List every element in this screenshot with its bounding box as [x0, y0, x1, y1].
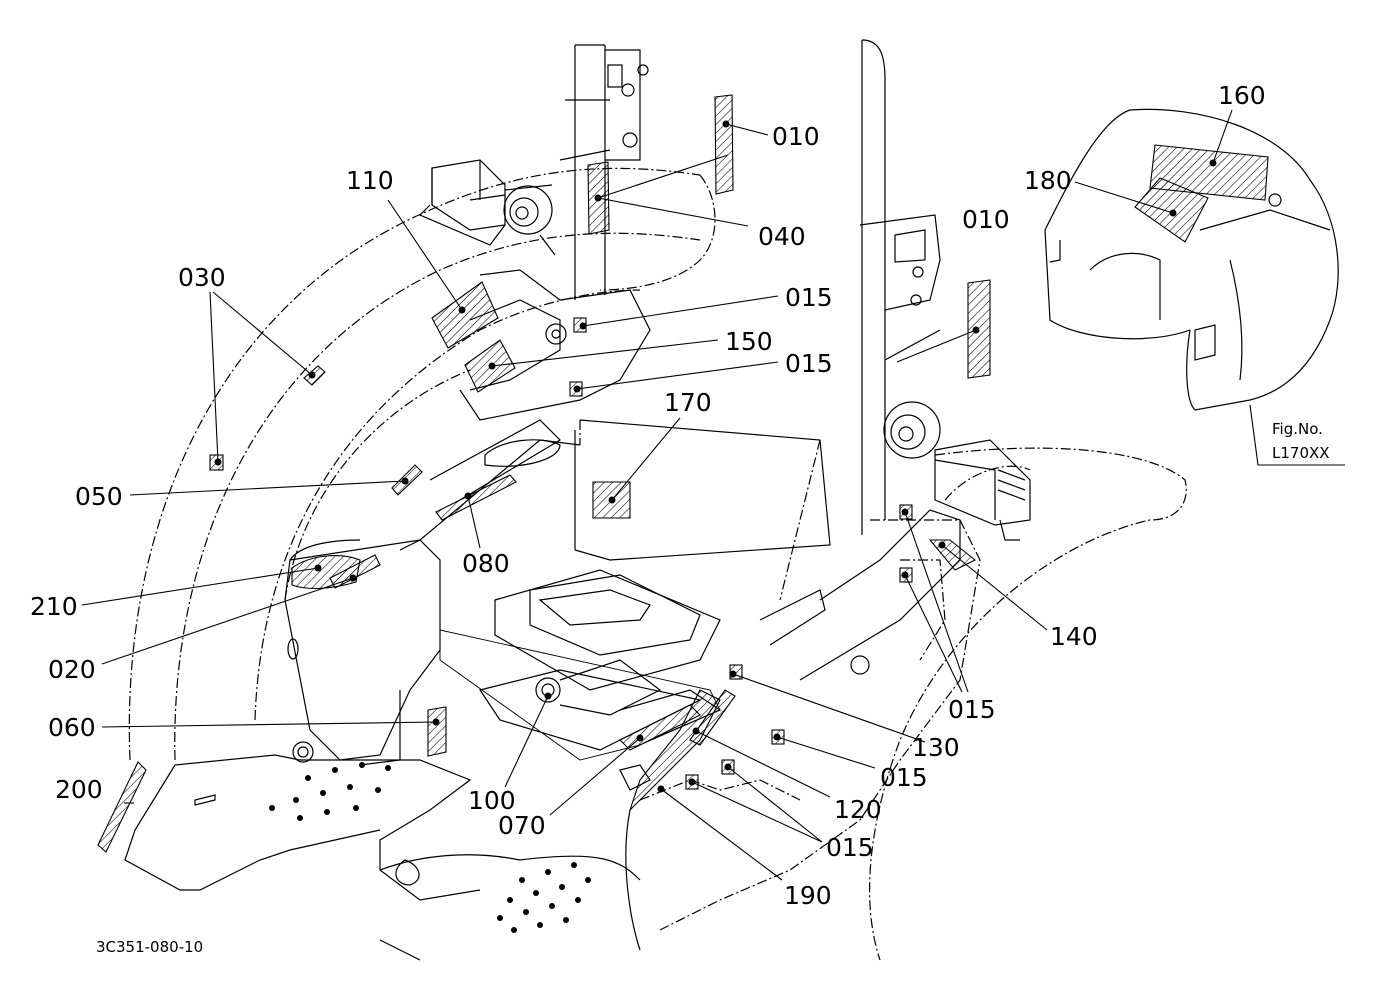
callout-labels: 010 040 015 150 015 110 030 050 080 170 … [30, 81, 1330, 956]
callout-010-right: 010 [962, 205, 1010, 234]
callout-160: 160 [1218, 81, 1266, 110]
callout-100: 100 [468, 786, 516, 815]
callout-150: 150 [725, 327, 773, 356]
callout-015-e: 015 [826, 833, 874, 862]
leader-dots [214, 120, 1217, 793]
callout-015-a: 015 [785, 283, 833, 312]
decal-110 [431, 281, 499, 349]
callout-180: 180 [1024, 166, 1072, 195]
callout-210: 210 [30, 592, 78, 621]
callout-015-b: 015 [785, 349, 833, 378]
callout-110: 110 [346, 166, 394, 195]
callout-015-c: 015 [948, 695, 996, 724]
callout-010-left: 010 [772, 122, 820, 151]
callout-170: 170 [664, 388, 712, 417]
callout-040: 040 [758, 222, 806, 251]
callout-140: 140 [1050, 622, 1098, 651]
drawing-code: 3C351-080-10 [96, 938, 203, 956]
machine-line-art [124, 39, 1339, 961]
callout-020: 020 [48, 655, 96, 684]
decal-010-left [714, 94, 734, 195]
fig-no-label: Fig.No. [1272, 420, 1323, 438]
floor-holes [269, 762, 591, 933]
decal-060 [427, 706, 447, 757]
callout-030: 030 [178, 263, 226, 292]
decal-120 [689, 689, 736, 746]
callout-060: 060 [48, 713, 96, 742]
callout-080: 080 [462, 549, 510, 578]
decal-080 [435, 474, 517, 521]
callout-190: 190 [784, 881, 832, 910]
callout-070: 070 [498, 811, 546, 840]
callout-130: 130 [912, 733, 960, 762]
callout-120: 120 [834, 795, 882, 824]
decals [97, 94, 1269, 853]
callout-050: 050 [75, 482, 123, 511]
decal-200 [97, 761, 147, 853]
leader-lines [81, 109, 1345, 881]
callout-015-d: 015 [880, 763, 928, 792]
decal-140 [928, 539, 977, 571]
callout-200: 200 [55, 775, 103, 804]
decal-190 [629, 689, 721, 811]
fig-no-value: L170XX [1272, 444, 1330, 462]
